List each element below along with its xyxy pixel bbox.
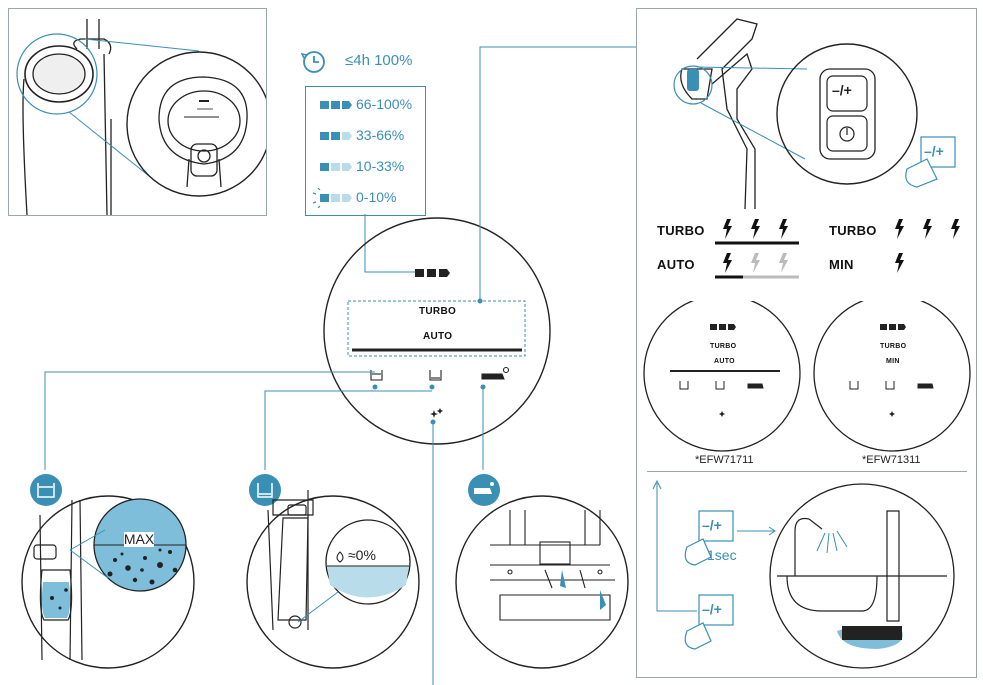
handle-button-illustration	[673, 18, 956, 209]
mode-label: TURBO	[829, 223, 877, 238]
button-label-zoom: –/+	[832, 82, 852, 98]
battery-level-row: 0-10%	[306, 188, 425, 208]
bolt-icon	[895, 219, 904, 239]
display-mode-top: TURBO	[419, 306, 457, 317]
brushroll-illustration	[455, 474, 629, 669]
self-clean-button-bottom: –/+	[702, 601, 722, 617]
battery-icon	[320, 163, 352, 171]
blink-ray	[317, 205, 321, 208]
battery-icon	[320, 132, 352, 140]
mode-label: MIN	[829, 257, 854, 272]
battery-level-box: 66-100% 33-66% 10-33% 0-10%	[305, 86, 426, 216]
battery-segment	[342, 163, 352, 171]
blink-ray	[312, 192, 317, 195]
bolt-icon	[923, 219, 932, 239]
battery-level-row: 66-100%	[306, 95, 425, 115]
model-left-line2: AUTO	[714, 358, 735, 365]
battery-level-row: 33-66%	[306, 126, 425, 146]
model-left-name: *EFW71711	[695, 454, 754, 466]
blink-ray	[312, 201, 317, 204]
battery-segment	[320, 194, 329, 202]
battery-level-row: 10-33%	[306, 157, 425, 177]
self-clean-illustration	[652, 479, 955, 669]
self-clean-button-top: –/+	[702, 517, 722, 533]
max-label: MAX	[124, 531, 155, 547]
battery-level-label: 66-100%	[356, 96, 413, 112]
model-left-line1: TURBO	[710, 343, 737, 350]
bolt-icon	[751, 219, 760, 239]
battery-segment	[342, 132, 352, 140]
mode-bolts	[715, 253, 799, 279]
bolt-icon	[895, 253, 904, 273]
clean-water-tank-illustration: MAX	[21, 474, 195, 669]
modes-right: TURBO MIN	[829, 219, 969, 291]
bolt-icon	[751, 253, 760, 273]
press-time-label: 1sec	[707, 547, 737, 563]
modes-left: TURBO AUTO	[657, 219, 807, 291]
model-display-right	[813, 301, 971, 452]
mode-bolts	[895, 219, 960, 239]
main-display-circle	[323, 217, 551, 445]
battery-icon	[320, 101, 352, 109]
battery-segment	[331, 194, 340, 202]
battery-level-label: 0-10%	[356, 189, 397, 205]
model-right-line2: MIN	[886, 358, 900, 365]
battery-segment	[342, 194, 352, 202]
button-label-hint: –/+	[924, 143, 944, 159]
mode-bolts	[715, 219, 799, 245]
battery-segment	[331, 163, 340, 171]
divider	[647, 471, 967, 472]
bolt-icon	[779, 219, 788, 239]
handle-display-frame	[8, 8, 272, 216]
bolt-icon	[951, 219, 960, 239]
handle-display-illustration	[16, 19, 272, 216]
battery-icon	[312, 188, 352, 208]
modes-frame: –/+ –/+ TURBO AUTO TURBO MIN TURBO AUTO *E…	[636, 8, 977, 678]
model-right-name: *EFW71311	[862, 454, 921, 466]
bolt-icon	[723, 253, 732, 273]
dirty-level-label: ≈0%	[348, 547, 376, 563]
clock-icon	[300, 51, 325, 73]
model-right-line1: TURBO	[880, 343, 907, 350]
battery-segment	[320, 163, 329, 171]
battery-level-label: 33-66%	[356, 127, 405, 143]
mode-bolts	[895, 253, 904, 273]
battery-level-label: 10-33%	[356, 158, 405, 174]
battery-segment	[342, 101, 352, 109]
battery-segment	[320, 101, 329, 109]
mode-label: TURBO	[657, 223, 705, 238]
runtime-label: ≤4h 100%	[345, 52, 413, 69]
bolt-icon	[779, 253, 788, 273]
mode-label: AUTO	[657, 257, 695, 272]
bolt-icon	[723, 219, 732, 239]
runtime-row: ≤4h 100%	[300, 48, 440, 76]
blink-ray	[317, 188, 321, 191]
display-mode-bottom: AUTO	[423, 331, 453, 342]
dirty-water-tank-illustration: ≈0%	[246, 474, 420, 669]
battery-segment	[331, 101, 340, 109]
battery-segment	[331, 132, 340, 140]
model-display-left	[643, 301, 801, 452]
battery-segment	[320, 132, 329, 140]
